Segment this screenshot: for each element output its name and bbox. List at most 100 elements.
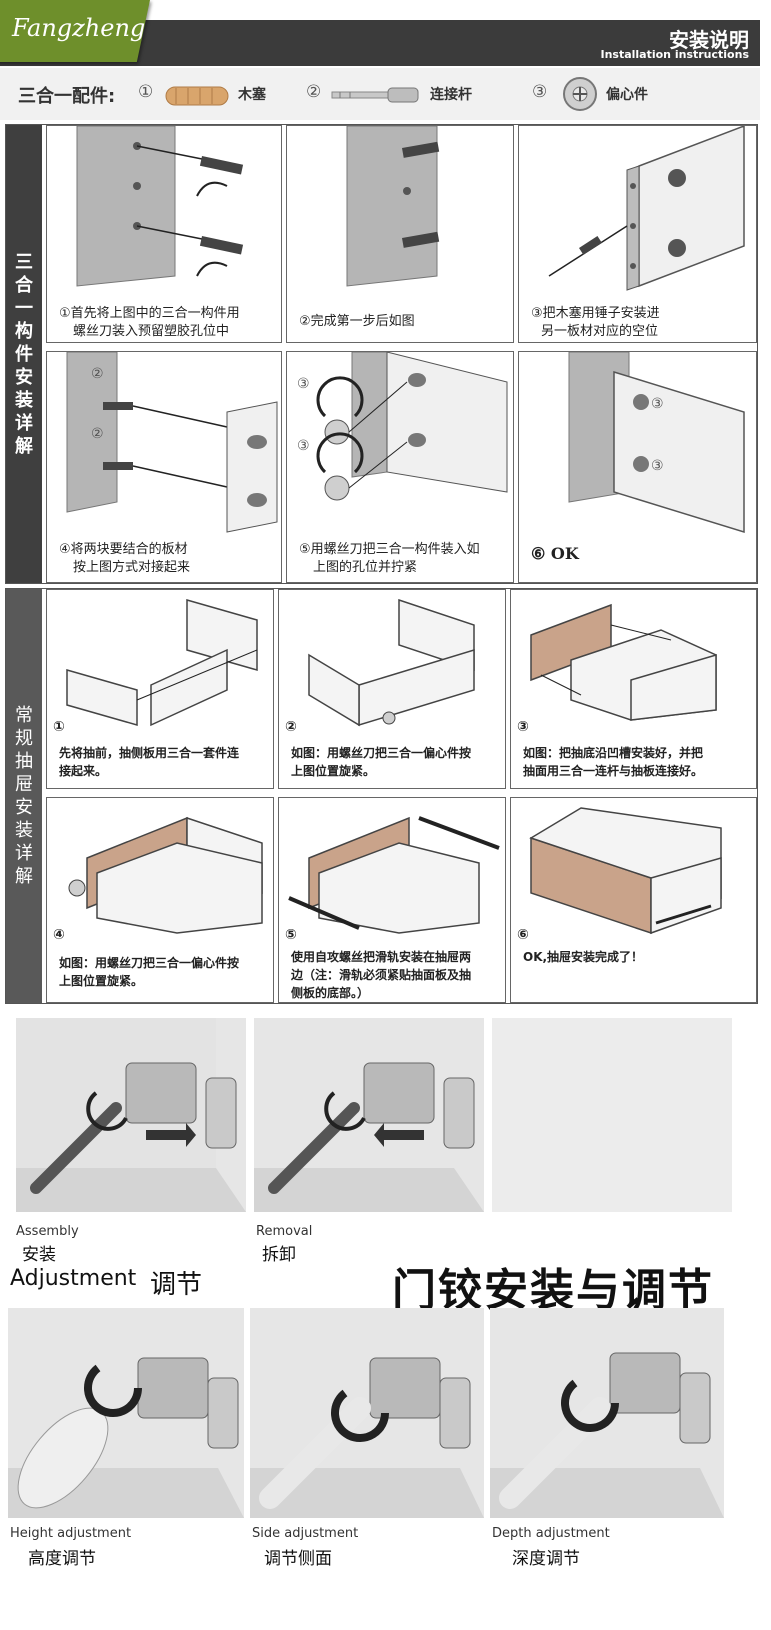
drawer-step-2-caption-line-1: 如图：用螺丝刀把三合一偏心件按 xyxy=(291,746,472,760)
step-6-illustration: ③③ xyxy=(568,352,745,534)
step-4-illustration: ②② xyxy=(66,352,278,533)
step-5-caption-line-2: 上图的孔位并拧紧 xyxy=(313,560,418,575)
depth-adjustment-label-en: Depth adjustment xyxy=(492,1526,610,1541)
drawer-step-1-caption-line-2: 接起来。 xyxy=(59,764,108,778)
svg-text:③: ③ xyxy=(651,396,664,412)
height-adjustment-illustration xyxy=(8,1357,244,1518)
drawer-step-5-caption-line-2: 边（注：滑轨必须紧贴抽面板及抽 xyxy=(291,968,472,982)
drawer-step-1-illustration xyxy=(66,599,258,727)
step-1-illustration xyxy=(76,126,244,287)
svg-text:③: ③ xyxy=(297,438,310,454)
hinge-section: Assembly 安装 Removal 拆卸 Adjustment 调节 门铰安… xyxy=(0,1018,771,1630)
drawer-step-5-panel: ⑤ 使用自攻螺丝把滑轨安装在抽屉两 边（注：滑轨必须紧贴抽面板及抽 侧板的底部。… xyxy=(278,797,506,1003)
step-3-illustration xyxy=(548,126,745,291)
hinge-removal-image xyxy=(254,1018,484,1212)
side-adjustment-illustration xyxy=(250,1357,484,1518)
parts-label: 三合一配件: xyxy=(18,86,116,107)
drawer-step-1-caption-line-1: 先将抽前，抽侧板用三合一套件连 xyxy=(59,746,240,760)
drawer-step-5-caption-line-1: 使用自攻螺丝把滑轨安装在抽屉两 xyxy=(291,950,472,964)
step-1-panel: ①首先将上图中的三合一构件用 螺丝刀装入预留塑胶孔位中 xyxy=(46,125,282,343)
drawer-step-4-caption-line-1: 如图：用螺丝刀把三合一偏心件按 xyxy=(59,956,240,970)
drawer-step-2-panel: ② 如图：用螺丝刀把三合一偏心件按 上图位置旋紧。 xyxy=(278,589,506,789)
svg-text:②: ② xyxy=(91,366,104,382)
step-4-caption-line-1: ④将两块要结合的板材 xyxy=(59,542,188,557)
step-1-caption-line-2: 螺丝刀装入预留塑胶孔位中 xyxy=(73,324,230,339)
height-adjustment-label-cn: 高度调节 xyxy=(28,1549,96,1569)
svg-text:③: ③ xyxy=(297,376,310,392)
step-3-caption-line-1: ③把木塞用锤子安装进 xyxy=(531,306,660,321)
drawer-step-2-illustration xyxy=(308,598,475,727)
drawer-step-5-number: ⑤ xyxy=(285,927,297,943)
drawer-step-6-panel: ⑥ OK,抽屉安装完成了！ xyxy=(510,797,757,1003)
parts-row: 三合一配件: ① 木塞 ② 连接杆 ③ 偏心件 xyxy=(0,68,760,120)
drawer-step-4-caption-line-2: 上图位置旋紧。 xyxy=(59,974,144,988)
drawer-step-1-panel: ① 先将抽前，抽侧板用三合一套件连 接起来。 xyxy=(46,589,274,789)
drawer-step-2-number: ② xyxy=(285,719,297,735)
page-subtitle: Installation instructions xyxy=(600,48,749,61)
drawer-step-3-number: ③ xyxy=(517,719,529,735)
step-2-panel: ②完成第一步后如图 xyxy=(286,125,514,343)
page-title: 安装说明 xyxy=(669,28,749,52)
depth-adjustment-label-cn: 深度调节 xyxy=(512,1549,580,1569)
assembly-label-en: Assembly xyxy=(16,1224,79,1239)
svg-text:③: ③ xyxy=(651,458,664,474)
hinge-assembly-image xyxy=(16,1018,246,1212)
removal-label-cn: 拆卸 xyxy=(262,1245,296,1265)
section-1-side-label: 三合一 构件安 装详解 xyxy=(6,125,42,583)
side-adjustment-label-cn: 调节侧面 xyxy=(264,1549,332,1569)
drawer-step-6-caption: OK,抽屉安装完成了！ xyxy=(523,950,644,964)
drawer-step-3-panel: ③ 如图：把抽底沿凹槽安装好，并把 抽面用三合一连杆与抽板连接好。 xyxy=(510,589,757,789)
hinge-blank-panel xyxy=(492,1018,732,1212)
wood-dowel-icon xyxy=(165,86,229,106)
section-drawer: 常规抽 屉安装 详解 ① 先将抽前，抽侧板用三合一套件连 接起来。 ② 如图：用… xyxy=(5,588,758,1004)
drawer-step-5-illustration xyxy=(288,816,500,934)
drawer-step-4-panel: ④ 如图：用螺丝刀把三合一偏心件按 上图位置旋紧。 xyxy=(46,797,274,1003)
hinge-assembly-illustration xyxy=(16,1018,246,1212)
depth-adjustment-illustration xyxy=(490,1352,724,1518)
step-2-caption-line-1: ②完成第一步后如图 xyxy=(299,314,415,329)
logo-text: Fangzheng xyxy=(12,14,146,42)
depth-adjustment-image xyxy=(490,1308,724,1518)
drawer-step-3-illustration xyxy=(530,603,717,721)
height-adjustment-image xyxy=(8,1308,244,1518)
connecting-rod-icon xyxy=(331,87,419,103)
part-2-name: 连接杆 xyxy=(430,87,472,103)
drawer-step-1-number: ① xyxy=(53,719,65,735)
part-1-number: ① xyxy=(138,82,154,102)
section-three-in-one: 三合一 构件安 装详解 ①首先将上图中的三合一构件用 螺丝刀装入预留塑胶孔位中 … xyxy=(5,124,758,584)
step-1-caption-line-1: ①首先将上图中的三合一构件用 xyxy=(59,306,240,321)
step-2-illustration xyxy=(346,126,440,287)
hinge-section-title: 门铰安装与调节 xyxy=(392,1265,714,1316)
drawer-step-2-caption-line-2: 上图位置旋紧。 xyxy=(291,764,376,778)
side-adjustment-label-en: Side adjustment xyxy=(252,1526,359,1541)
step-3-panel: ③把木塞用锤子安装进 另一板材对应的空位 xyxy=(518,125,757,343)
hinge-removal-illustration xyxy=(254,1062,484,1212)
assembly-label-cn: 安装 xyxy=(22,1245,56,1265)
part-1-name: 木塞 xyxy=(238,87,266,103)
section-2-side-label: 常规抽 屉安装 详解 xyxy=(6,589,42,1003)
step-3-caption-line-2: 另一板材对应的空位 xyxy=(541,324,659,339)
cam-lock-icon xyxy=(563,77,597,111)
drawer-step-6-illustration xyxy=(529,807,722,935)
step-5-caption-line-1: ⑤用螺丝刀把三合一构件装入如 xyxy=(299,542,480,557)
drawer-step-6-number: ⑥ xyxy=(517,927,529,943)
drawer-step-3-caption-line-2: 抽面用三合一连杆与抽板连接好。 xyxy=(523,764,704,778)
part-2-number: ② xyxy=(306,82,322,102)
step-6-caption: ⑥ OK xyxy=(531,544,579,563)
drawer-step-4-number: ④ xyxy=(53,927,65,943)
adjustment-label-cn: 调节 xyxy=(150,1270,203,1300)
header: Fangzheng 安装说明 Installation instructions xyxy=(0,0,771,68)
svg-text:②: ② xyxy=(91,426,104,442)
step-5-illustration: ③③ xyxy=(297,352,508,501)
part-3-number: ③ xyxy=(532,82,548,102)
part-3-name: 偏心件 xyxy=(606,87,648,103)
drawer-step-4-illustration xyxy=(68,816,263,934)
drawer-step-5-caption-line-3: 侧板的底部。） xyxy=(291,986,370,1000)
removal-label-en: Removal xyxy=(256,1224,313,1239)
side-adjustment-image xyxy=(250,1308,484,1518)
height-adjustment-label-en: Height adjustment xyxy=(10,1526,132,1541)
step-4-caption-line-2: 按上图方式对接起来 xyxy=(73,560,191,575)
